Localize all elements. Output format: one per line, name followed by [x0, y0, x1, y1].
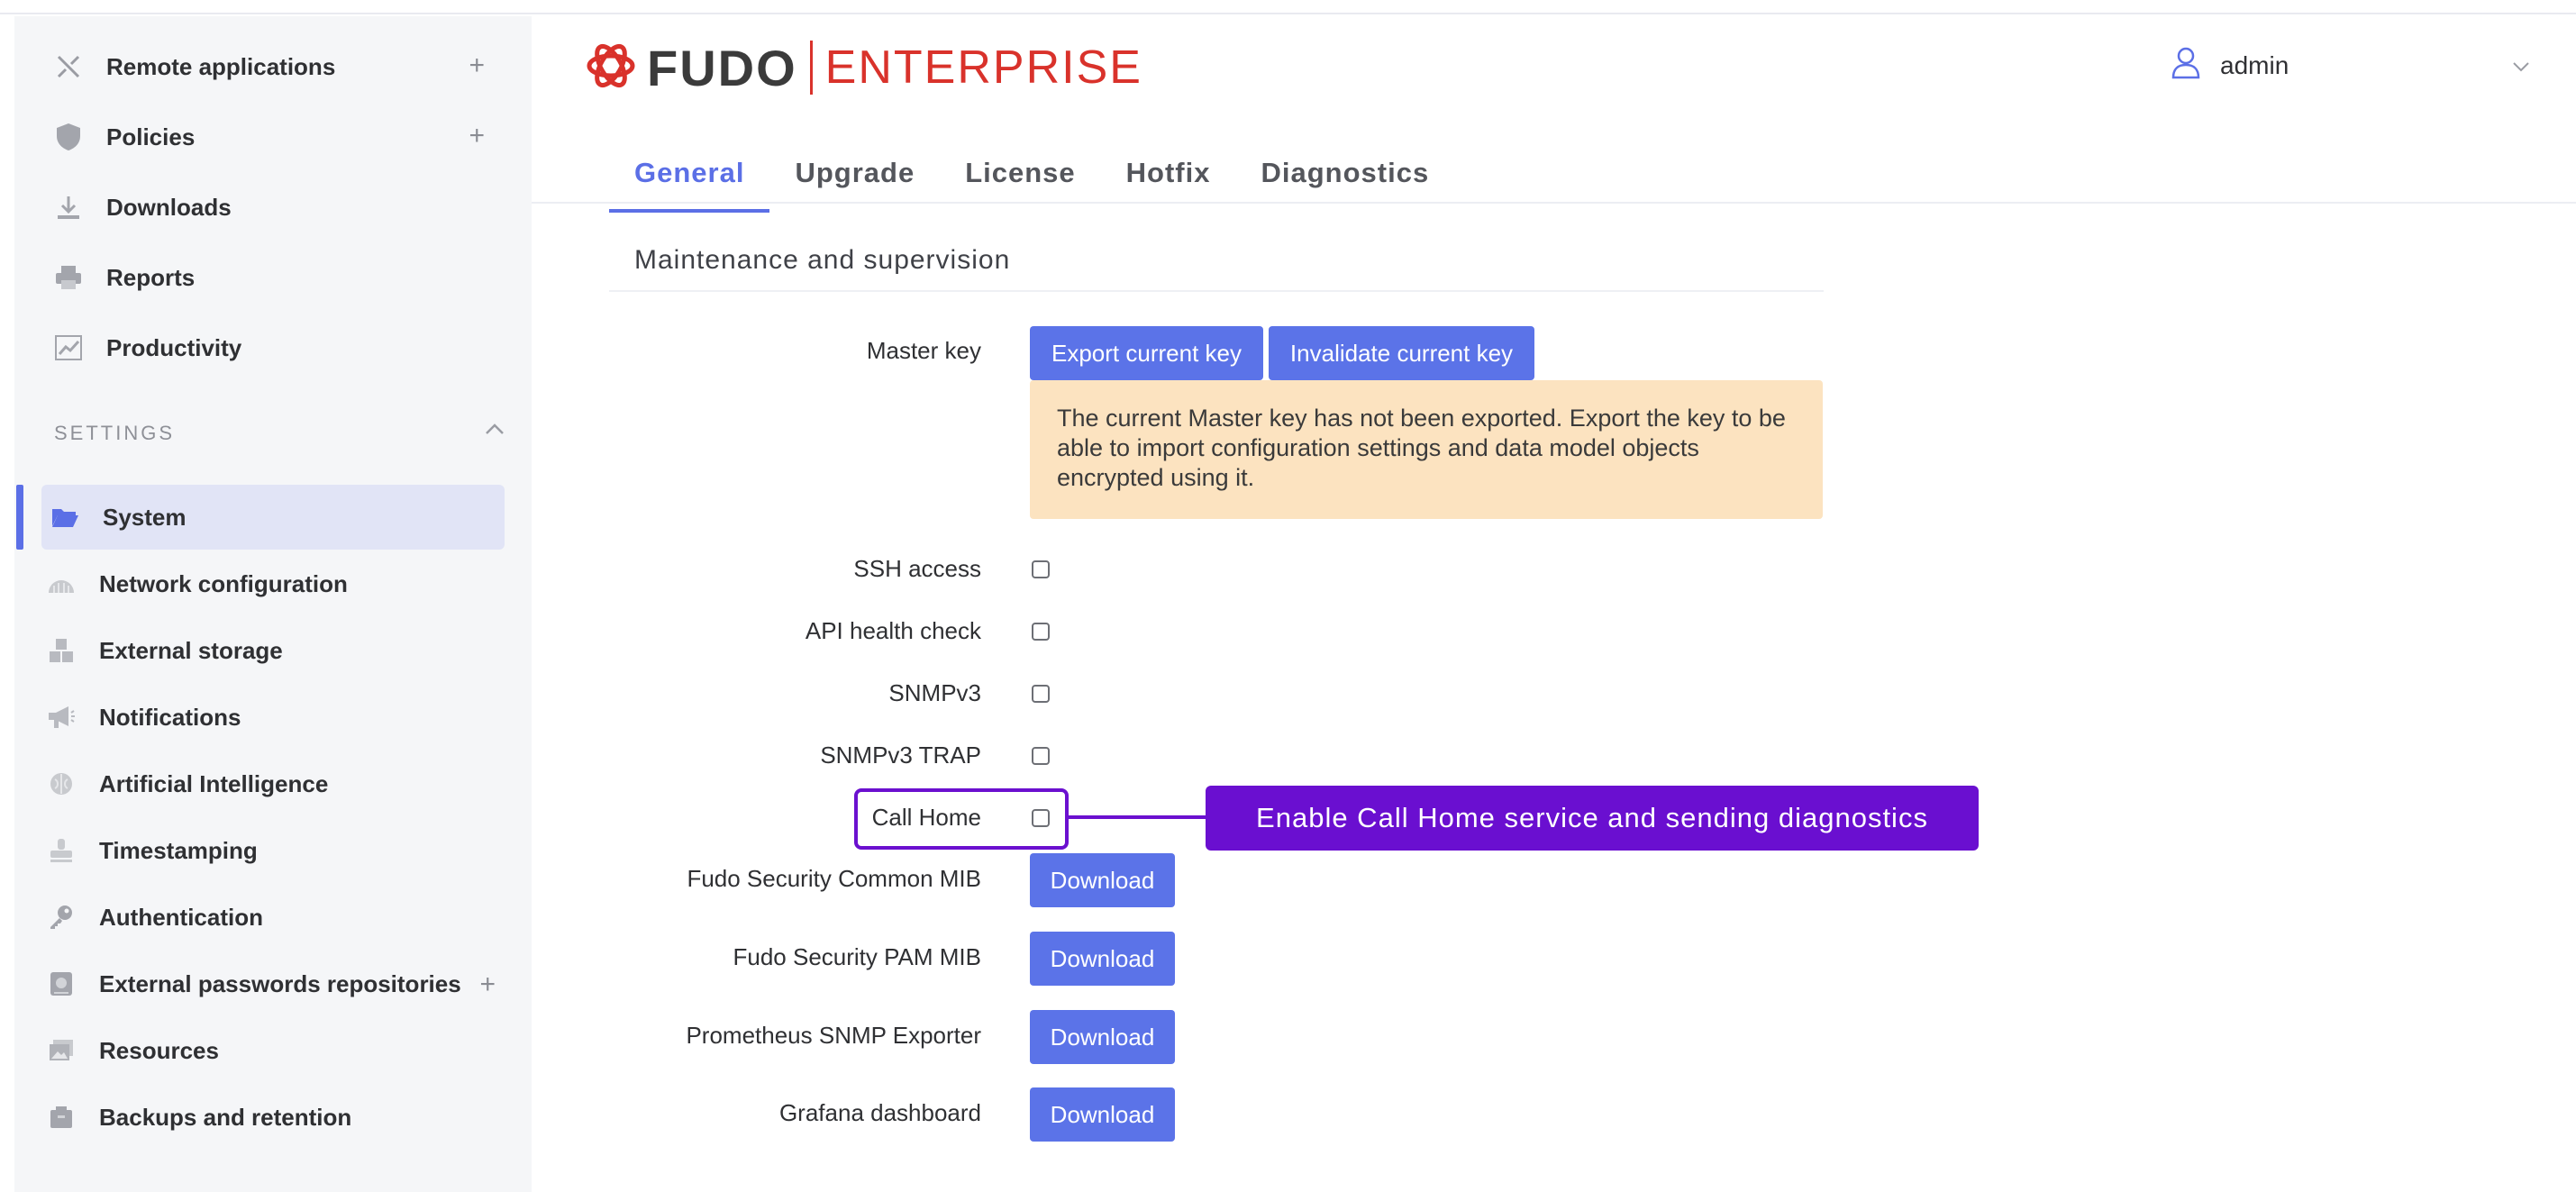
tab-hotfix[interactable]: Hotfix — [1125, 157, 1211, 188]
fudo-logo-icon — [584, 39, 638, 97]
sidebar-item-label: Artificial Intelligence — [99, 769, 329, 797]
add-external-passwords-repository-button[interactable]: + — [479, 969, 496, 999]
active-indicator — [16, 485, 23, 550]
snmpv3-checkbox[interactable] — [1032, 685, 1050, 703]
sidebar-item-notifications[interactable]: Notifications — [43, 690, 512, 744]
key-icon — [43, 899, 79, 935]
fudo-enterprise-logo: FUDO ENTERPRISE — [584, 36, 1142, 99]
sidebar-item-external-passwords-repositories[interactable]: External passwords repositories + — [43, 957, 512, 1011]
download-icon — [50, 189, 86, 225]
logo-separator — [809, 41, 813, 95]
download-prometheus-exporter-button[interactable]: Download — [1030, 1010, 1175, 1064]
sidebar-item-resources[interactable]: Resources — [43, 1024, 512, 1078]
snmpv3-label: SNMPv3 — [888, 679, 981, 706]
sidebar-item-authentication[interactable]: Authentication — [43, 890, 512, 944]
tab-license[interactable]: License — [965, 157, 1076, 188]
download-common-mib-button[interactable]: Download — [1030, 853, 1175, 907]
section-divider — [609, 290, 1824, 292]
sidebar-item-remote-applications[interactable]: Remote applications + — [50, 40, 519, 94]
sidebar-item-label: Productivity — [106, 333, 242, 361]
pam-mib-label: Fudo Security PAM MIB — [733, 943, 982, 970]
add-remote-application-button[interactable]: + — [469, 50, 485, 80]
export-current-key-button[interactable]: Export current key — [1030, 326, 1263, 380]
images-icon — [43, 1033, 79, 1069]
sidebar-item-label: Downloads — [106, 193, 232, 221]
call-home-highlight — [854, 788, 1069, 850]
sidebar-item-backups-and-retention[interactable]: Backups and retention — [43, 1090, 512, 1144]
chevron-up-icon[interactable] — [483, 418, 506, 441]
api-health-check-checkbox[interactable] — [1032, 623, 1050, 641]
sidebar-item-system[interactable]: System — [41, 485, 505, 550]
sidebar-item-policies[interactable]: Policies + — [50, 110, 519, 164]
brain-icon — [43, 766, 79, 802]
callout-connector — [1069, 815, 1206, 819]
tabs-divider — [532, 202, 2576, 204]
logo-word-fudo: FUDO — [647, 39, 797, 96]
user-icon — [2171, 47, 2200, 84]
cross-arrows-icon — [50, 49, 86, 85]
vault-icon — [43, 966, 79, 1002]
shield-icon — [50, 119, 86, 155]
call-home-callout: Enable Call Home service and sending dia… — [1206, 786, 1979, 851]
chevron-down-icon[interactable] — [2510, 56, 2532, 77]
sidebar-item-label: Authentication — [99, 903, 263, 931]
sidebar-item-external-storage[interactable]: External storage — [43, 623, 512, 678]
storage-blocks-icon — [43, 632, 79, 669]
sidebar-item-label: Backups and retention — [99, 1103, 352, 1131]
sidebar-item-label: Network configuration — [99, 569, 348, 597]
master-key-warning: The current Master key has not been expo… — [1030, 380, 1823, 519]
ssh-access-label: SSH access — [853, 555, 981, 582]
sidebar-item-label: External passwords repositories — [99, 969, 461, 997]
prometheus-snmp-exporter-label: Prometheus SNMP Exporter — [686, 1022, 981, 1049]
sidebar-item-downloads[interactable]: Downloads — [50, 180, 519, 234]
stamp-icon — [43, 833, 79, 869]
backup-box-icon — [43, 1099, 79, 1135]
common-mib-label: Fudo Security Common MIB — [687, 865, 981, 892]
sidebar-item-label: Policies — [106, 123, 196, 150]
ssh-access-checkbox[interactable] — [1032, 560, 1050, 578]
user-name: admin — [2220, 50, 2289, 79]
top-border — [0, 0, 2576, 14]
call-home-label: Call Home — [871, 804, 981, 831]
sidebar-item-label: Timestamping — [99, 836, 258, 864]
user-menu[interactable]: admin — [2171, 47, 2289, 84]
sidebar: Remote applications + Policies + Downloa… — [14, 16, 532, 1192]
api-health-check-label: API health check — [805, 617, 981, 644]
trend-chart-icon — [50, 330, 86, 366]
section-heading: Maintenance and supervision — [634, 245, 1011, 275]
sidebar-item-artificial-intelligence[interactable]: Artificial Intelligence — [43, 757, 512, 811]
call-home-checkbox[interactable] — [1032, 809, 1050, 827]
sidebar-item-reports[interactable]: Reports — [50, 250, 519, 305]
add-policy-button[interactable]: + — [469, 121, 485, 150]
download-pam-mib-button[interactable]: Download — [1030, 932, 1175, 986]
tab-bar: General Upgrade License Hotfix Diagnosti… — [609, 150, 1454, 213]
network-icon — [43, 566, 79, 602]
sidebar-item-label: Resources — [99, 1036, 219, 1064]
printer-icon — [50, 259, 86, 296]
sidebar-item-label: External storage — [99, 636, 283, 664]
tab-upgrade[interactable]: Upgrade — [795, 157, 915, 188]
sidebar-item-productivity[interactable]: Productivity — [50, 321, 519, 375]
tab-general[interactable]: General — [609, 150, 770, 213]
snmpv3-trap-checkbox[interactable] — [1032, 747, 1050, 765]
sidebar-item-label: Notifications — [99, 703, 241, 731]
sidebar-item-label: System — [103, 503, 187, 531]
megaphone-icon — [43, 699, 79, 735]
sidebar-item-label: Remote applications — [106, 52, 336, 80]
sidebar-item-network-configuration[interactable]: Network configuration — [43, 557, 512, 611]
grafana-dashboard-label: Grafana dashboard — [778, 1099, 981, 1126]
download-grafana-dashboard-button[interactable]: Download — [1030, 1087, 1175, 1142]
folder-open-icon — [47, 499, 83, 535]
tab-diagnostics[interactable]: Diagnostics — [1261, 157, 1430, 188]
sidebar-item-timestamping[interactable]: Timestamping — [43, 823, 512, 878]
sidebar-item-label: Reports — [106, 263, 196, 291]
logo-word-enterprise: ENTERPRISE — [824, 41, 1142, 94]
left-border — [0, 14, 14, 1192]
settings-section-title: SETTINGS — [54, 422, 176, 444]
snmpv3-trap-label: SNMPv3 TRAP — [820, 742, 981, 769]
master-key-label: Master key — [866, 337, 981, 364]
invalidate-current-key-button[interactable]: Invalidate current key — [1269, 326, 1534, 380]
